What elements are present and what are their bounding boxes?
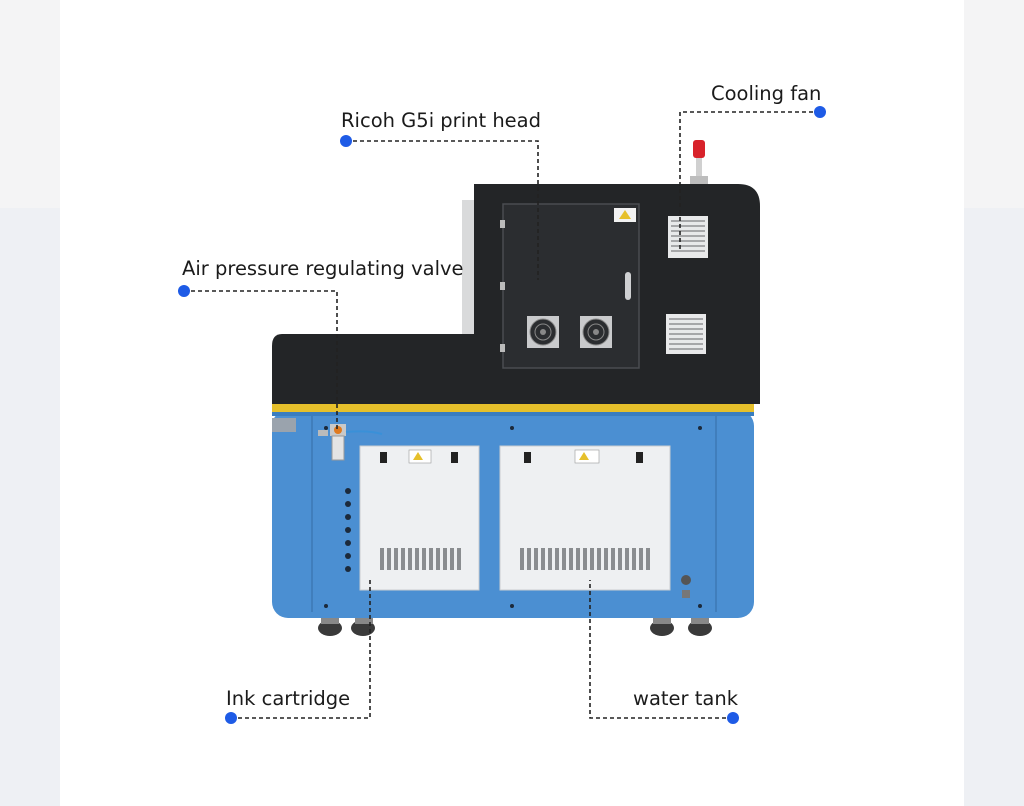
leader-ink-cartridge — [231, 580, 371, 719]
vent-grille-top — [668, 216, 708, 258]
caster-wheels — [318, 618, 712, 636]
print-head-door — [502, 203, 640, 369]
key-lock — [681, 575, 691, 585]
leader-air-valve — [184, 290, 338, 430]
leader-lines — [184, 111, 820, 719]
air-regulator — [318, 424, 383, 461]
label-cooling-fan: Cooling fan — [711, 82, 822, 105]
label-print-head: Ricoh G5i print head — [341, 109, 542, 132]
callout-dots — [178, 106, 826, 724]
control-buttons — [345, 488, 351, 572]
door-fan-right — [580, 316, 612, 348]
ink-cabinet-panel — [359, 445, 480, 591]
label-air-valve: Air pressure regulating valve — [182, 257, 464, 280]
signal-light — [690, 140, 708, 184]
water-tank-cabinet-panel — [499, 445, 671, 591]
side-plate — [272, 418, 296, 432]
leader-water-tank — [589, 580, 733, 719]
dot-ink-cartridge — [225, 712, 237, 724]
dot-cooling-fan — [814, 106, 826, 118]
yellow-trim — [272, 404, 754, 412]
dot-water-tank — [727, 712, 739, 724]
dot-air-valve — [178, 285, 190, 297]
label-ink-cartridge: Ink cartridge — [226, 687, 351, 710]
leader-print-head — [346, 140, 539, 280]
door-fan-left — [527, 316, 559, 348]
label-water-tank: water tank — [633, 687, 739, 710]
black-lower-housing — [272, 334, 480, 404]
dot-print-head — [340, 135, 352, 147]
vent-grille-bottom — [666, 314, 706, 354]
leader-cooling-fan — [679, 111, 820, 252]
